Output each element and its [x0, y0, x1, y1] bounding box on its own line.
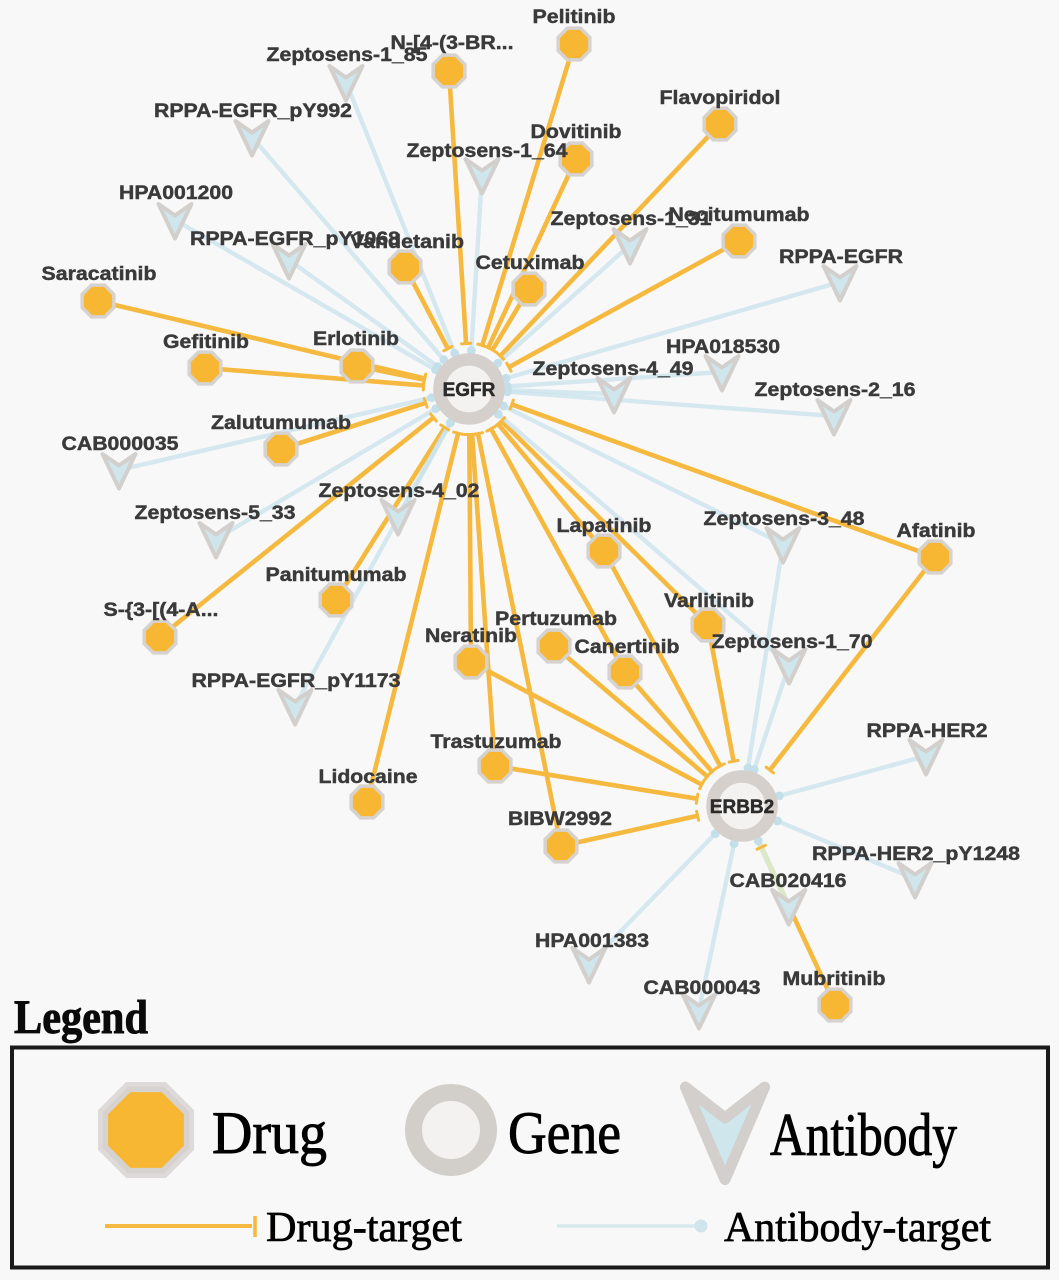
svg-text:BIBW2992: BIBW2992: [508, 809, 612, 830]
svg-text:Neratinib: Neratinib: [425, 626, 517, 647]
svg-text:Varlitinib: Varlitinib: [664, 591, 754, 612]
svg-text:Antibody: Antibody: [770, 1102, 957, 1168]
svg-text:Gefitinib: Gefitinib: [163, 332, 249, 353]
svg-text:Drug-target: Drug-target: [266, 1205, 462, 1251]
svg-text:Pelitinib: Pelitinib: [533, 7, 616, 28]
svg-text:Zeptosens-1_85: Zeptosens-1_85: [267, 45, 428, 66]
svg-text:N-[4-(3-BR...: N-[4-(3-BR...: [391, 33, 514, 54]
svg-text:Zeptosens-2_16: Zeptosens-2_16: [755, 380, 916, 401]
svg-text:Canertinib: Canertinib: [575, 637, 680, 658]
svg-text:Gene: Gene: [508, 1100, 621, 1166]
svg-text:Trastuzumab: Trastuzumab: [431, 732, 562, 753]
svg-text:Panitumumab: Panitumumab: [266, 565, 407, 586]
svg-text:HPA018530: HPA018530: [666, 337, 780, 358]
svg-text:Zeptosens-3_48: Zeptosens-3_48: [704, 509, 865, 530]
svg-text:Zalutumumab: Zalutumumab: [211, 413, 351, 434]
svg-text:S-{3-[(4-A...: S-{3-[(4-A...: [104, 600, 219, 621]
svg-text:RPPA-EGFR_pY1173: RPPA-EGFR_pY1173: [192, 671, 401, 692]
svg-text:RPPA-HER2: RPPA-HER2: [867, 721, 988, 742]
svg-text:Lidocaine: Lidocaine: [319, 767, 418, 788]
svg-text:CAB000035: CAB000035: [62, 434, 179, 455]
svg-text:ERBB2: ERBB2: [710, 797, 774, 818]
svg-text:Legend: Legend: [14, 991, 148, 1044]
svg-text:Zeptosens-1_64: Zeptosens-1_64: [407, 141, 568, 162]
svg-text:Erlotinib: Erlotinib: [313, 329, 399, 350]
svg-text:Necitumumab: Necitumumab: [669, 205, 810, 226]
svg-text:HPA001383: HPA001383: [535, 931, 649, 952]
svg-text:CAB000043: CAB000043: [644, 978, 761, 999]
svg-text:RPPA-HER2_pY1248: RPPA-HER2_pY1248: [812, 844, 1020, 865]
svg-text:Mubritinib: Mubritinib: [783, 969, 886, 990]
svg-text:Zeptosens-1_31: Zeptosens-1_31: [551, 209, 712, 230]
svg-text:EGFR: EGFR: [443, 380, 496, 401]
svg-text:RPPA-EGFR: RPPA-EGFR: [779, 247, 903, 268]
svg-text:Saracatinib: Saracatinib: [42, 264, 157, 285]
svg-text:Dovitinib: Dovitinib: [531, 122, 622, 143]
svg-text:Cetuximab: Cetuximab: [476, 253, 585, 274]
svg-text:Zeptosens-1_70: Zeptosens-1_70: [712, 632, 873, 653]
svg-text:Drug: Drug: [212, 1100, 327, 1166]
svg-text:Zeptosens-4_49: Zeptosens-4_49: [533, 359, 694, 380]
svg-text:RPPA-EGFR_pY992: RPPA-EGFR_pY992: [154, 101, 352, 122]
svg-text:RPPA-EGFR_pY1068: RPPA-EGFR_pY1068: [190, 229, 400, 250]
svg-text:Zeptosens-5_33: Zeptosens-5_33: [135, 503, 296, 524]
svg-text:Pertuzumab: Pertuzumab: [495, 609, 617, 630]
svg-text:Lapatinib: Lapatinib: [557, 516, 652, 537]
svg-text:CAB020416: CAB020416: [730, 871, 847, 892]
svg-text:Flavopiridol: Flavopiridol: [660, 88, 781, 109]
svg-text:Zeptosens-4_02: Zeptosens-4_02: [319, 481, 480, 502]
svg-text:Afatinib: Afatinib: [897, 521, 976, 542]
svg-text:HPA001200: HPA001200: [119, 183, 233, 204]
svg-text:Vandetanib: Vandetanib: [350, 232, 464, 253]
svg-text:Antibody-target: Antibody-target: [724, 1205, 991, 1251]
